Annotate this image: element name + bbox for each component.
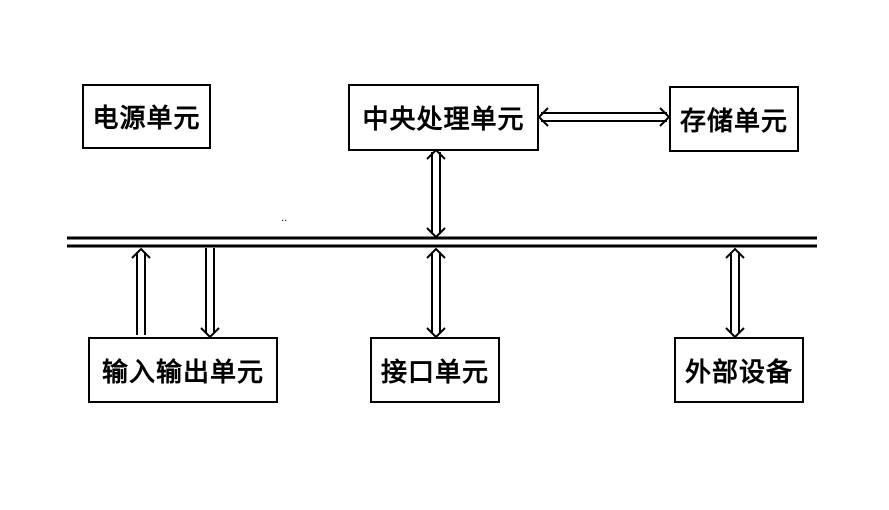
stray-marks: ·· <box>281 216 288 227</box>
cpu-bus-arrow <box>426 148 446 239</box>
bus-interface-arrow <box>426 247 446 339</box>
cpu-label: 中央处理单元 <box>362 105 525 135</box>
bus-external-arrow <box>725 247 745 339</box>
bus-to-io-arrow <box>200 248 220 339</box>
storage-unit-box[interactable]: 存储单元 <box>669 86 799 152</box>
system-bus <box>67 236 817 248</box>
storage-unit-label: 存储单元 <box>679 106 788 137</box>
interface-unit-label: 接口单元 <box>380 357 489 388</box>
power-unit-box[interactable]: 电源单元 <box>82 84 211 149</box>
io-unit-label: 输入输出单元 <box>101 357 264 388</box>
power-unit-label: 电源单元 <box>92 104 201 134</box>
cpu-box[interactable]: 中央处理单元 <box>348 84 539 151</box>
external-device-label: 外部设备 <box>684 357 793 388</box>
interface-unit-box[interactable]: 接口单元 <box>370 337 500 403</box>
cpu-storage-arrow <box>537 107 671 127</box>
io-to-bus-arrow <box>131 247 151 335</box>
external-device-box[interactable]: 外部设备 <box>674 337 804 403</box>
io-unit-box[interactable]: 输入输出单元 <box>88 337 278 403</box>
